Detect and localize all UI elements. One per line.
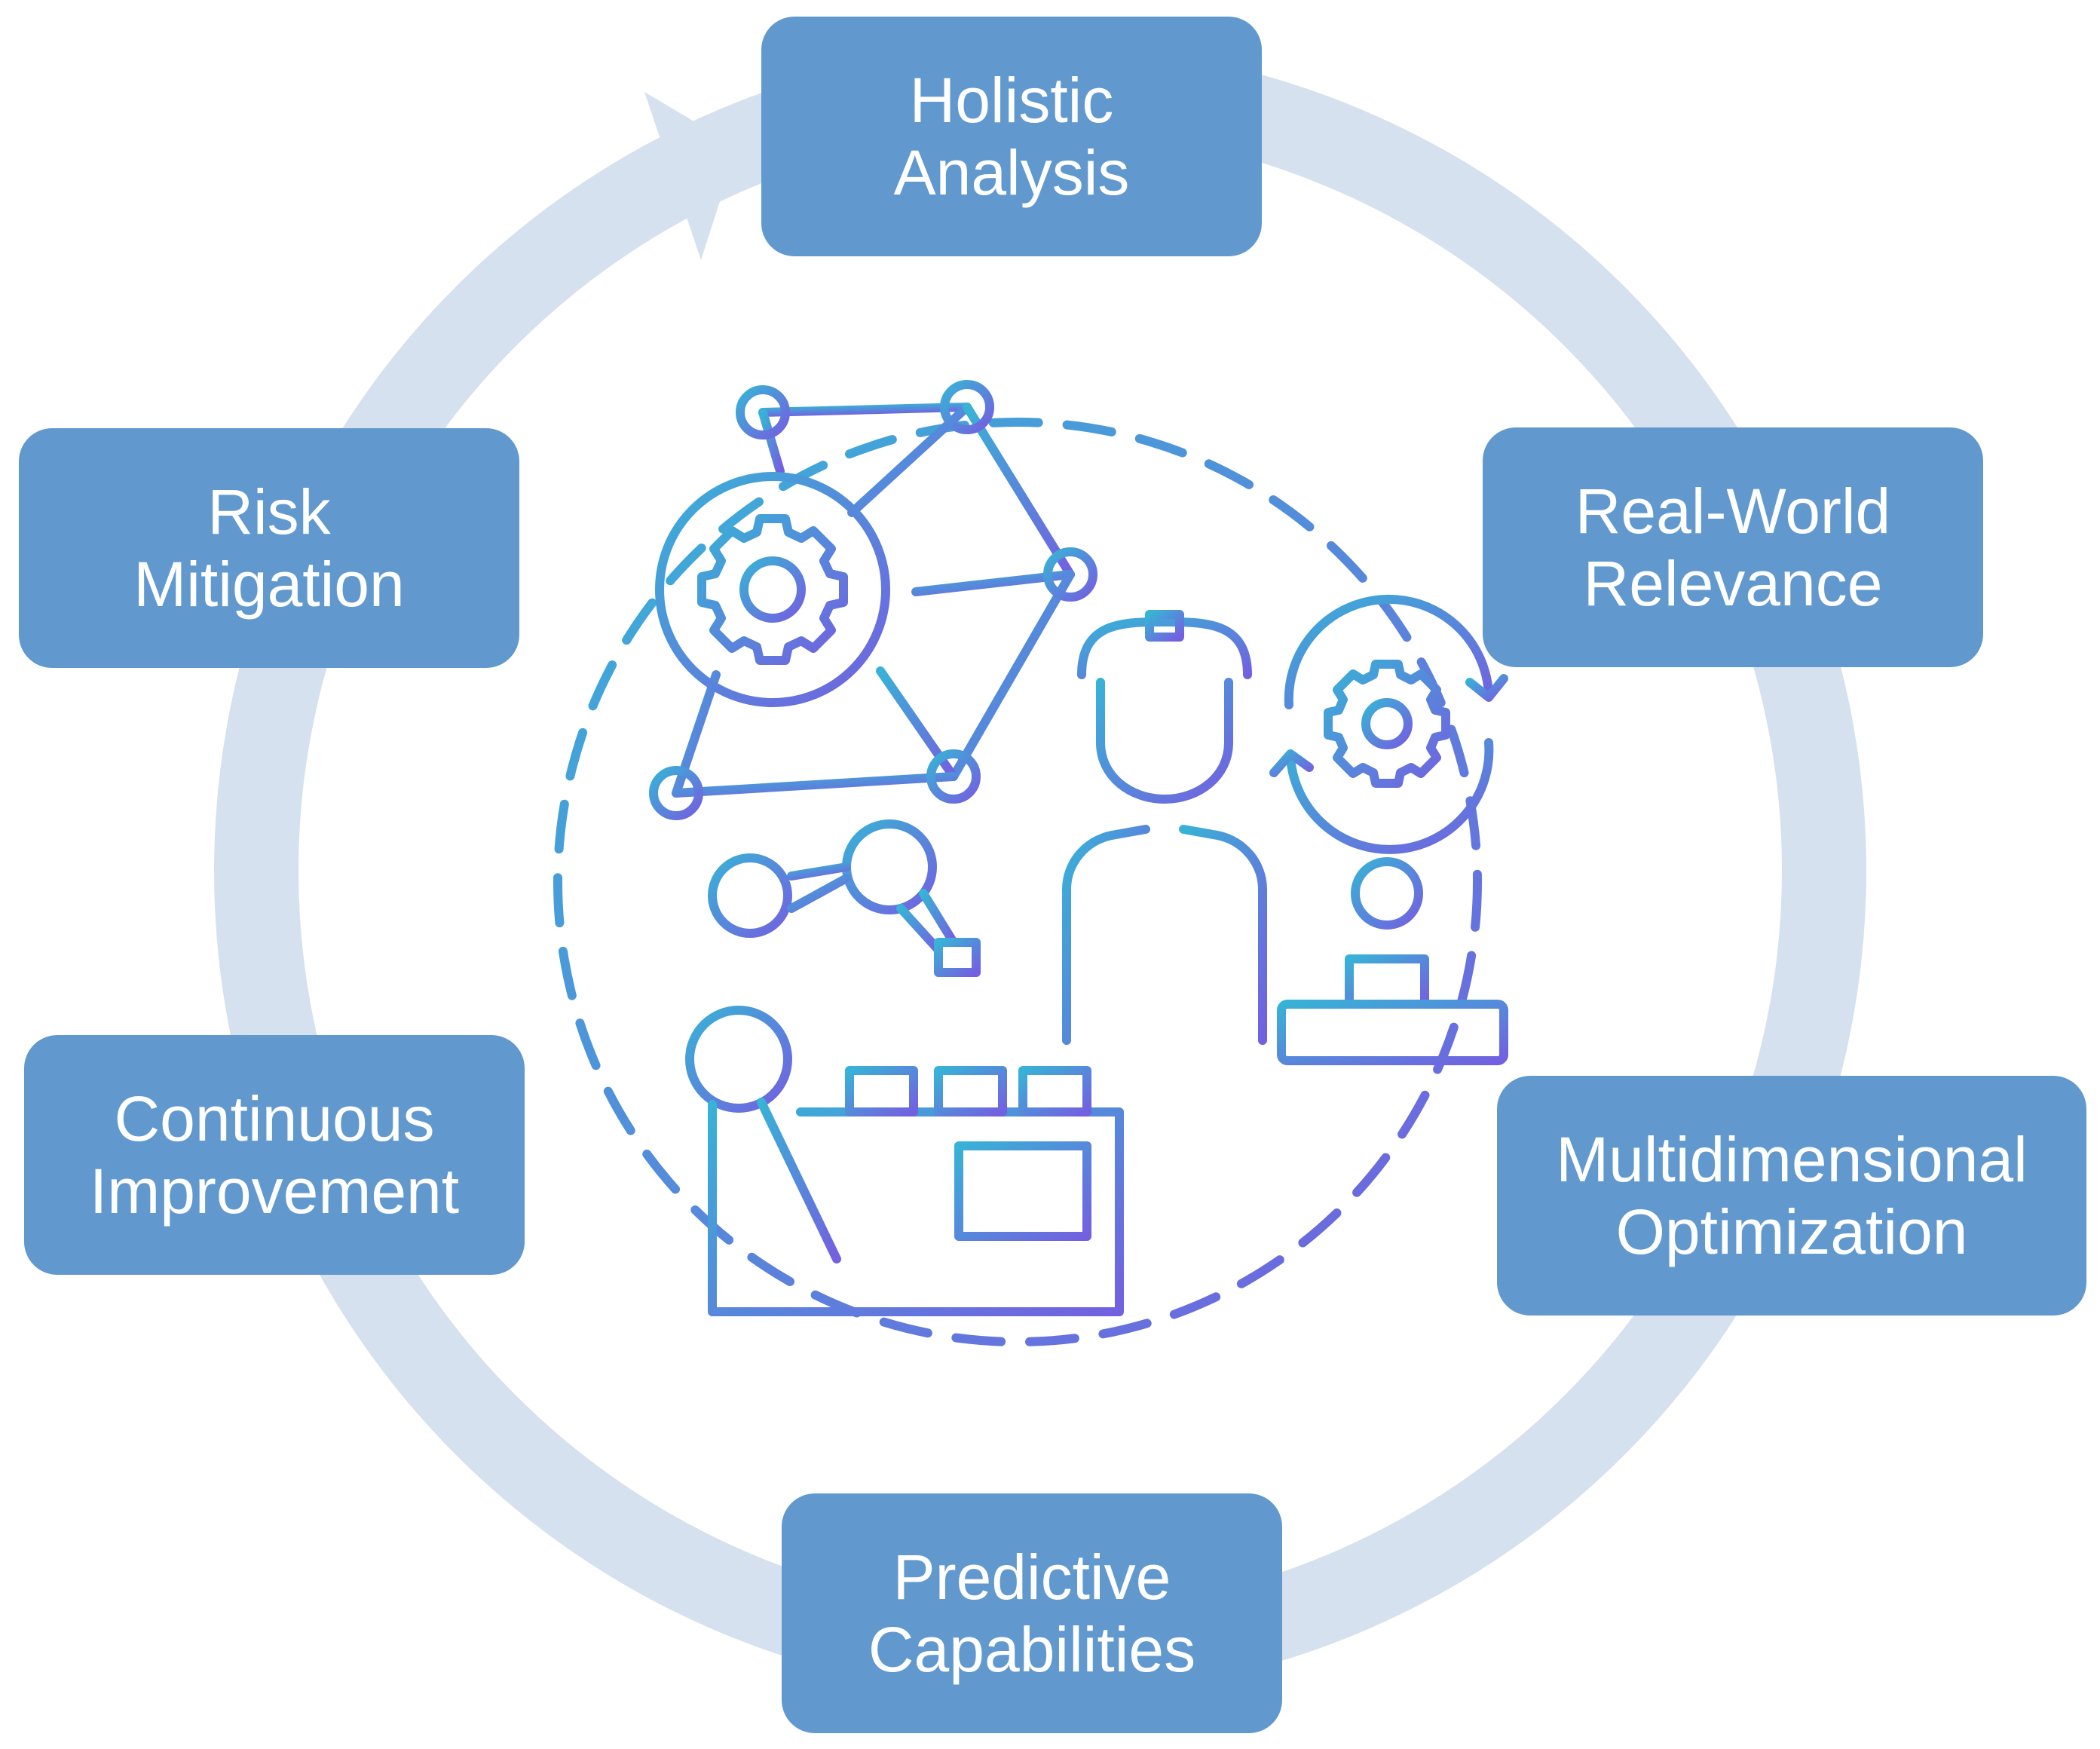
network-gear-icon <box>649 380 1097 820</box>
node-label-line: Optimization <box>1615 1196 1968 1267</box>
node-label-line: Capabilities <box>868 1614 1196 1685</box>
node-label-line: Holistic <box>909 65 1114 136</box>
node-label-line: Relevance <box>1583 548 1883 619</box>
node-label-line: Analysis <box>893 137 1130 208</box>
node-continuous-improvement: Continuous Improvement <box>24 1035 525 1275</box>
node-multidimensional-optimization: Multidimensional Optimization <box>1497 1076 2086 1316</box>
node-real-world-relevance: Real-World Relevance <box>1483 427 1983 667</box>
cycle-ring <box>214 44 1866 1697</box>
node-holistic-analysis: Holistic Analysis <box>761 17 1262 256</box>
worker-icon <box>1062 610 1267 1060</box>
node-label-line: Mitigation <box>133 549 405 620</box>
industrial-automation-icon <box>553 380 1508 1346</box>
node-label-line: Improvement <box>89 1156 460 1227</box>
node-label-line: Risk <box>207 476 331 547</box>
node-label-line: Predictive <box>892 1542 1171 1613</box>
robotic-arm-icon <box>685 819 981 1264</box>
node-label-line: Continuous <box>114 1083 435 1154</box>
node-label-line: Multidimensional <box>1556 1124 2028 1195</box>
conveyor-machine-icon <box>708 1066 1124 1316</box>
joystick-console-icon <box>1277 857 1508 1065</box>
node-predictive-capabilities: Predictive Capabilities <box>782 1493 1282 1733</box>
cycle-arrowhead <box>644 92 737 260</box>
gear-cycle-icon <box>1269 594 1508 854</box>
node-label-line: Real-World <box>1575 476 1891 547</box>
node-risk-mitigation: Risk Mitigation <box>19 428 519 668</box>
dashed-frame-circle <box>553 418 1482 1346</box>
